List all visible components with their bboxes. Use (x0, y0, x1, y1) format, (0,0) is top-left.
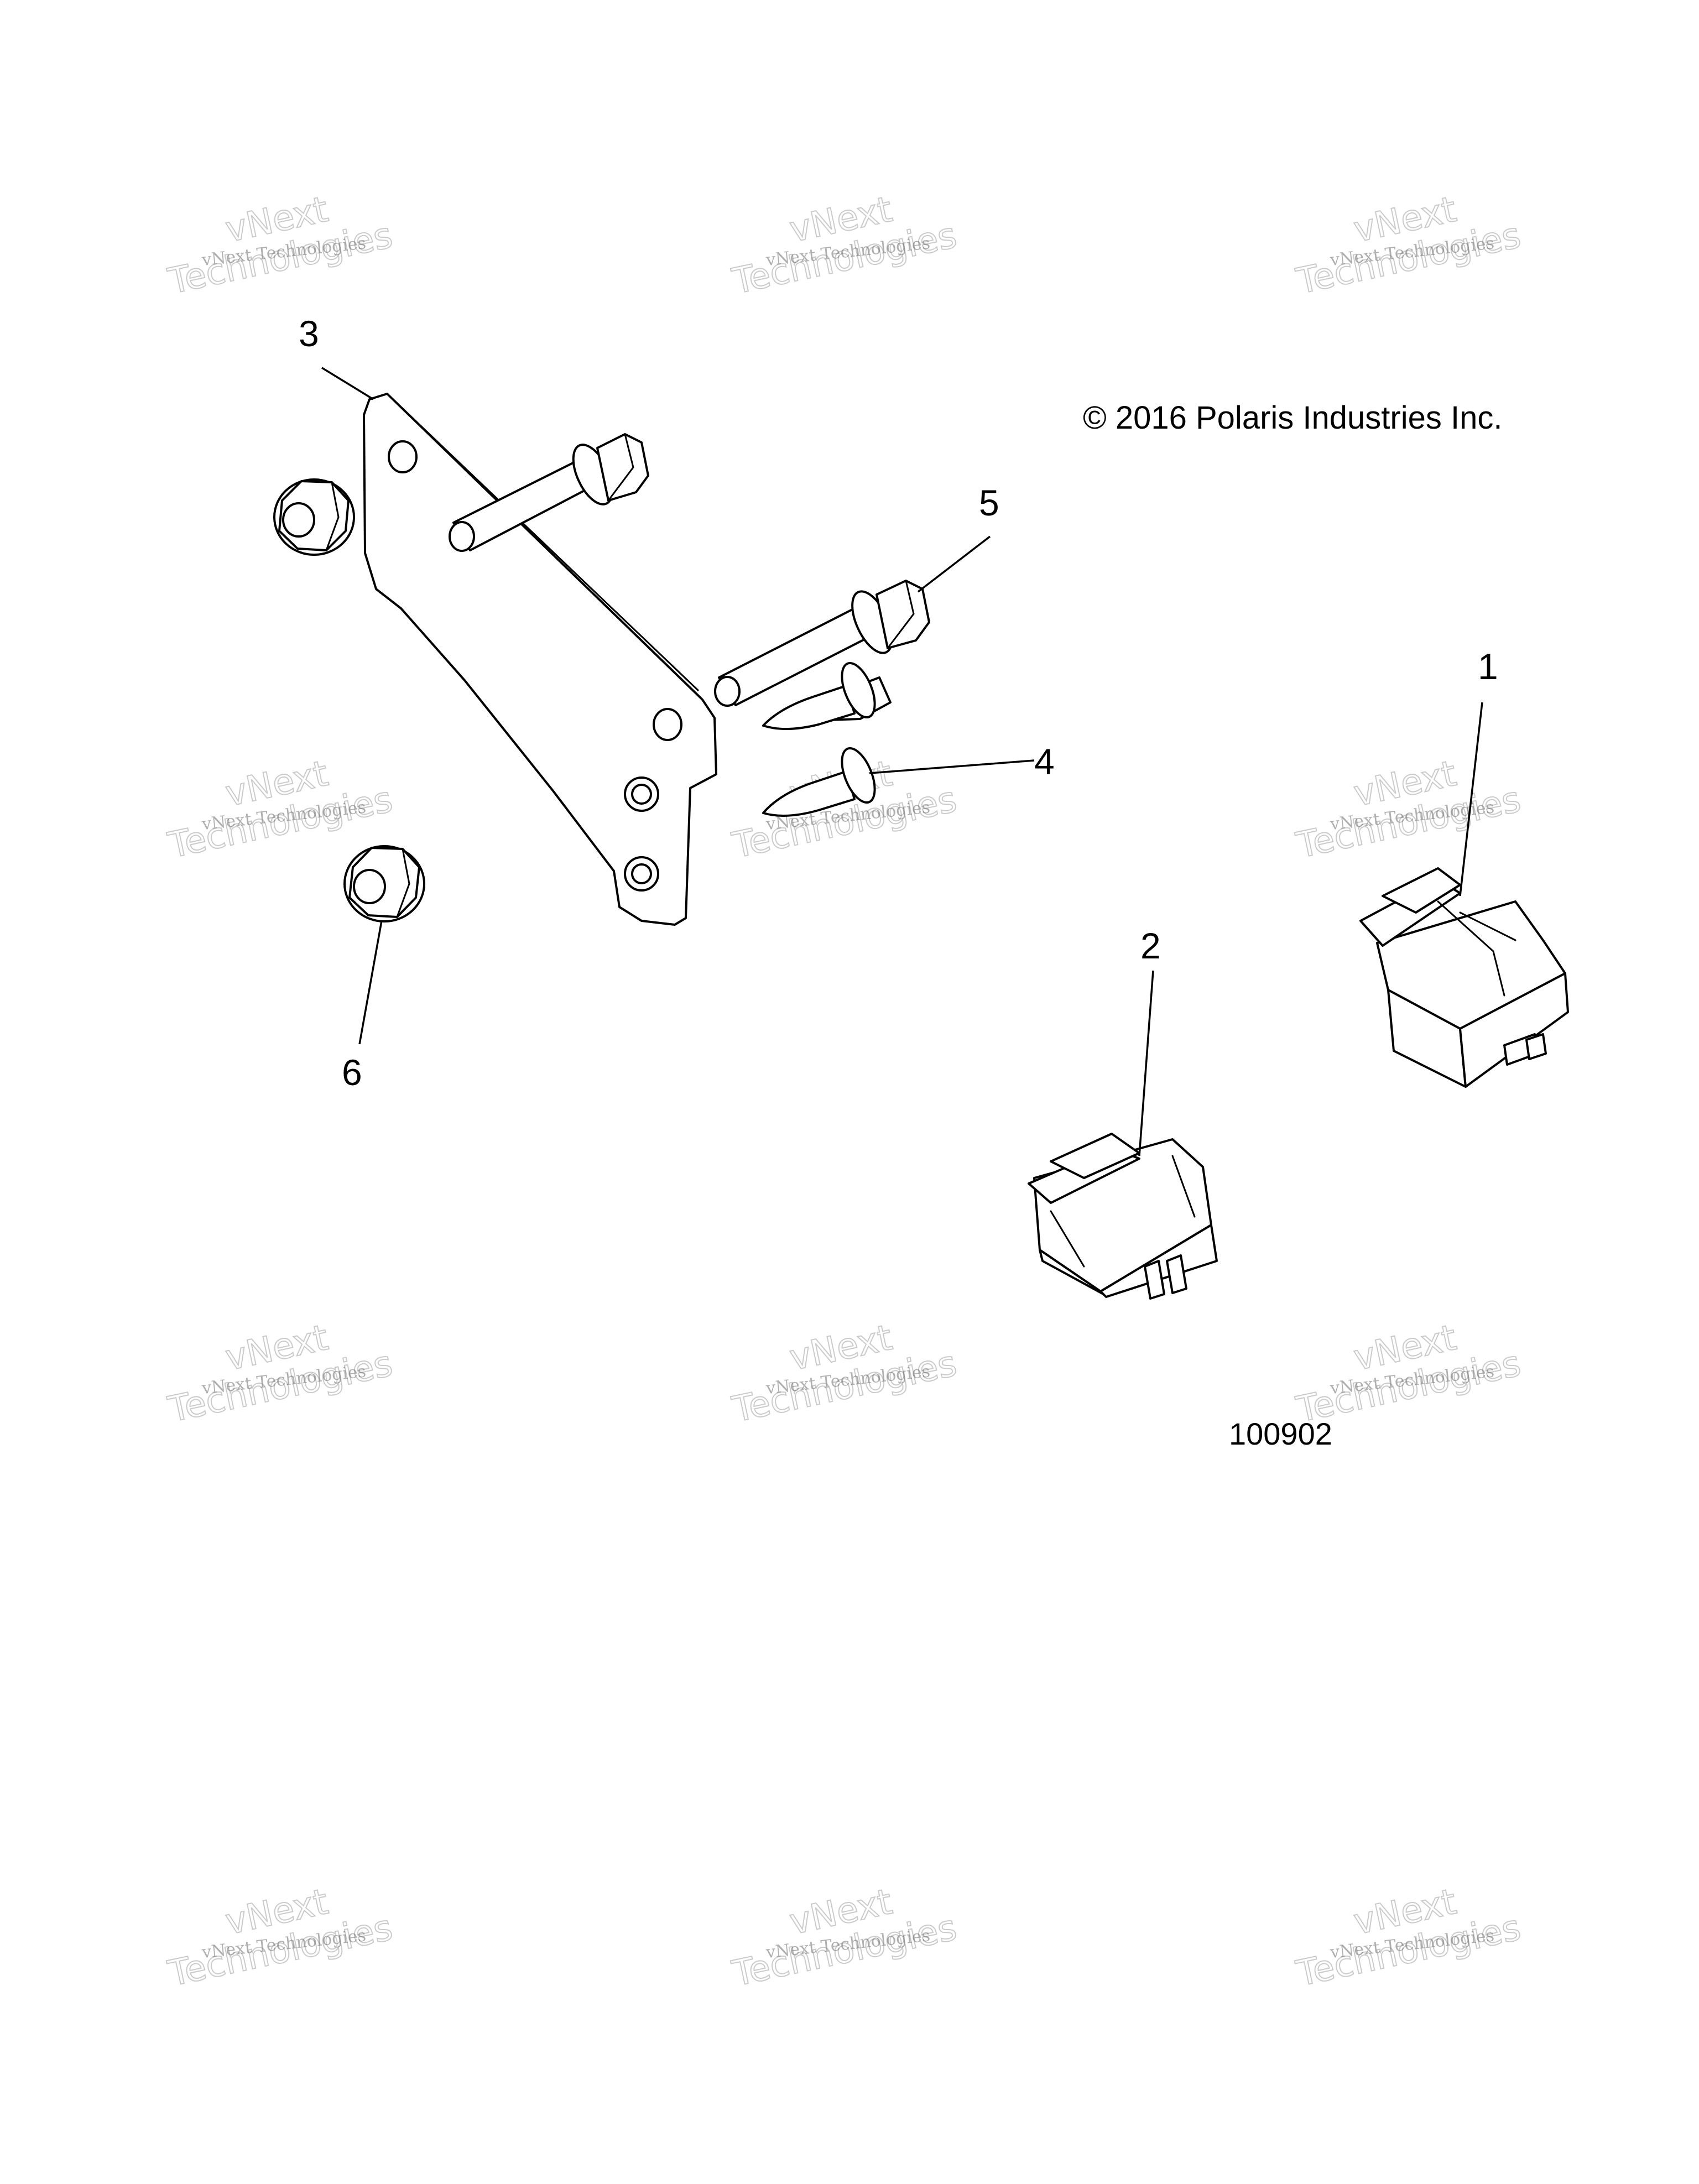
callout-1: 1 (1478, 646, 1498, 687)
bracket-part-3 (363, 393, 717, 926)
bolt-upper (449, 433, 649, 552)
leader-lines (321, 367, 1483, 1156)
callout-4: 4 (1034, 741, 1055, 782)
callout-2: 2 (1140, 925, 1161, 966)
copyright-text: © 2016 Polaris Industries Inc. (1083, 400, 1502, 436)
bolt-part-5 (714, 580, 930, 707)
rocker-switch-part-1 (1359, 867, 1569, 1088)
flange-nut-part-6 (343, 845, 425, 922)
callout-3: 3 (299, 313, 319, 354)
callout-5: 5 (979, 482, 999, 523)
push-rivet-upper (762, 661, 892, 731)
rocker-switch-part-2 (1028, 1133, 1218, 1300)
callout-6: 6 (342, 1052, 362, 1093)
push-rivet-part-4 (762, 747, 876, 817)
figure-number: 100902 (1229, 1416, 1332, 1451)
flange-nut-upper (273, 478, 355, 556)
